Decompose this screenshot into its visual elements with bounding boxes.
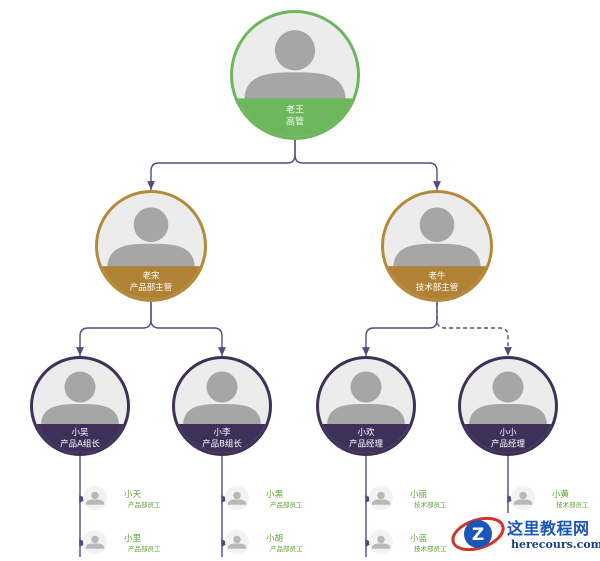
employee-name: 小黄 — [552, 489, 570, 500]
node-name: 小欢 — [357, 427, 375, 438]
node-name: 老牛 — [428, 270, 446, 281]
watermark-site-url: herecours.com — [511, 538, 600, 551]
employee-role: 技术部员工 — [556, 500, 589, 509]
node-role: 产品经理 — [491, 439, 526, 450]
connector-laosong-xiaowu — [76, 302, 152, 356]
node-name: 老宋 — [142, 270, 160, 281]
node-name: 小吴 — [71, 427, 89, 438]
nodes: 老王高管老宋产品部主管老牛技术部主管小吴产品A组长小李产品B组长小欢产品经理小小… — [30, 10, 558, 456]
node-role: 产品B组长 — [202, 439, 242, 450]
employee-name: 小黑 — [266, 489, 284, 500]
employee-avatar-icon — [227, 535, 247, 549]
employee-avatar-icon — [513, 491, 533, 505]
avatar-silhouette-icon — [244, 30, 346, 101]
employee-list: 小天产品部员工小里产品部员工小黑产品部员工小胡产品部员工小丽技术部员工小蓝技术部… — [83, 486, 589, 554]
employee-name: 小里 — [124, 533, 142, 544]
employee-role: 技术部员工 — [414, 500, 447, 509]
employee-name: 小蓝 — [410, 533, 428, 544]
employee-avatar-icon — [85, 491, 105, 505]
employee-role: 产品部员工 — [270, 544, 303, 553]
employee-name: 小天 — [124, 489, 142, 500]
avatar-silhouette-icon — [393, 207, 481, 269]
node-role: 技术部主管 — [416, 282, 459, 293]
avatar-silhouette-icon — [469, 371, 547, 426]
node-role: 高管 — [286, 116, 304, 128]
avatar-silhouette-icon — [327, 371, 405, 426]
avatar-silhouette-icon — [41, 371, 119, 426]
watermark-logo-letter: Z — [472, 525, 484, 545]
connector-laoniu-xiaoxiao — [436, 302, 512, 356]
employee-role: 产品部员工 — [270, 500, 303, 509]
node-role: 产品经理 — [349, 439, 384, 450]
employee-name: 小丽 — [410, 489, 428, 500]
employee-role: 技术部员工 — [414, 544, 447, 553]
node-role: 产品部主管 — [130, 282, 173, 293]
employee-name: 小胡 — [266, 533, 283, 544]
employee-avatar-icon — [371, 535, 391, 549]
employee-avatar-icon — [371, 491, 391, 505]
employee-role: 产品部员工 — [128, 500, 161, 509]
employee-role: 产品部员工 — [128, 544, 161, 553]
connector-laowang-laoniu — [294, 140, 441, 190]
node-name: 老王 — [286, 104, 304, 116]
node-name: 小李 — [213, 427, 231, 438]
avatar-silhouette-icon — [107, 207, 195, 269]
node-role: 产品A组长 — [60, 439, 100, 450]
avatar-silhouette-icon — [183, 371, 261, 426]
connector-laowang-laosong — [147, 140, 296, 190]
connector-laoniu-xiaohuan — [362, 302, 438, 356]
node-name: 小小 — [499, 427, 517, 438]
employee-avatar-icon — [227, 491, 247, 505]
watermark-logo-icon: Z — [451, 516, 505, 552]
connector-laosong-xiaoli — [150, 302, 226, 356]
employee-avatar-icon — [85, 535, 105, 549]
watermark-site-name: 这里教程网 — [507, 519, 590, 538]
